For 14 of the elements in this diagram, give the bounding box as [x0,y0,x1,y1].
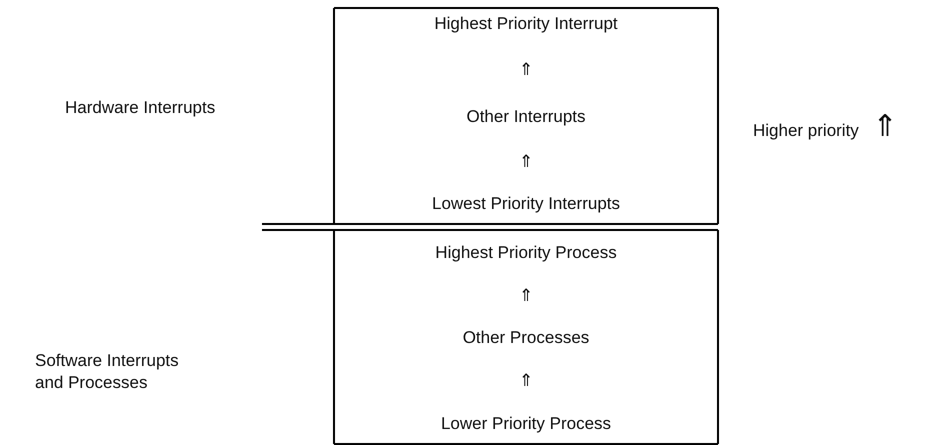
up-arrow-symbol: ⇑ [872,112,898,142]
cell-text: Highest Priority Interrupt [434,13,618,35]
cell-text: Other Processes [462,327,590,349]
row-heading: Software Interrupts and Processes [35,350,180,394]
cell-text: Lower Priority Process [440,413,612,435]
cell-text: Lowest Priority Interrupts [432,193,620,215]
cell-text: Highest Priority Process [435,242,617,264]
cell-text: Other Interrupts [466,106,586,128]
up-arrow-symbol: ⇑ [519,370,533,392]
side-label: Higher priority [753,120,859,142]
up-arrow-symbol: ⇑ [519,151,533,173]
up-arrow-symbol: ⇑ [519,59,533,81]
up-arrow-symbol: ⇑ [519,285,533,307]
row-heading: Hardware Interrupts [65,97,216,119]
